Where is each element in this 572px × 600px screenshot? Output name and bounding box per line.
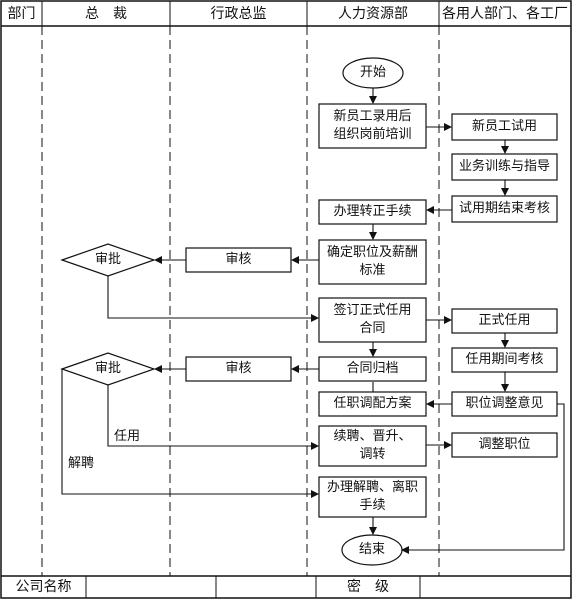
lane-header-admin-director: 行政总监 [210,5,267,22]
formal-hire-label: 正式任用 [478,313,531,328]
trial-label: 新员工试用 [471,119,537,134]
edge-approve1-sign [107,276,319,322]
regularize-label: 办理转正手续 [333,204,412,219]
training-label: 业务训练与指导 [458,159,550,174]
adjust-opinion-label: 职位调整意见 [465,396,544,411]
adjust-opinion-box [451,391,558,417]
trial-eval-label: 试用期结束考核 [458,201,550,216]
tenure-eval-box [451,347,558,373]
approve1-label: 审批 [94,252,121,267]
lane-header-ceo: 总 裁 [85,5,127,22]
lane-header-hr: 人力资源部 [338,5,408,22]
edge-approve2-dismiss [61,369,319,498]
tenure-eval-label: 任用期间考核 [465,352,544,367]
approve2-label: 审批 [94,361,121,376]
lane-dividers [41,26,440,576]
training-box [451,153,558,181]
renew-label: 续聘、晋升、 调转 [333,429,412,462]
trial-eval-box [451,195,558,223]
formal-hire-box [451,308,558,334]
orient-label: 新员工录用后 组织岗前培训 [333,109,412,142]
footer-secrecy-label: 密 级 [347,579,389,595]
review2-label: 审核 [225,361,252,376]
lane-header-departments: 各用人部门、各工厂 [442,5,568,22]
adjust-pos-label: 调整职位 [478,437,531,452]
edge-label-appoint: 任用 [114,429,141,444]
start-node: 开始 [359,65,386,80]
sign-contract-label: 签订正式任用 合同 [333,303,412,336]
edge-adjustopinion-end [401,403,565,554]
edge-label-dismiss: 解聘 [68,456,95,471]
renew-box [318,425,427,467]
edge-approve2-appoint [107,385,319,450]
dismiss-box [318,476,427,518]
footer-company-label: 公司名称 [15,579,72,595]
review1-label: 审核 [225,252,252,267]
end-node: 结束 [358,542,385,557]
adjust-pos-box [451,432,558,458]
archive-label: 合同归档 [346,361,399,376]
orient-box [318,103,427,149]
transfer-plan-label: 任职调配方案 [333,396,412,411]
define-pos-label: 确定职位及薪酬 标准 [326,245,418,278]
dismiss-label: 办理解聘、离职 手续 [326,480,418,513]
define-pos-box [318,239,427,285]
review2-box [185,356,292,382]
header-dept-label: 部门 [7,5,36,22]
